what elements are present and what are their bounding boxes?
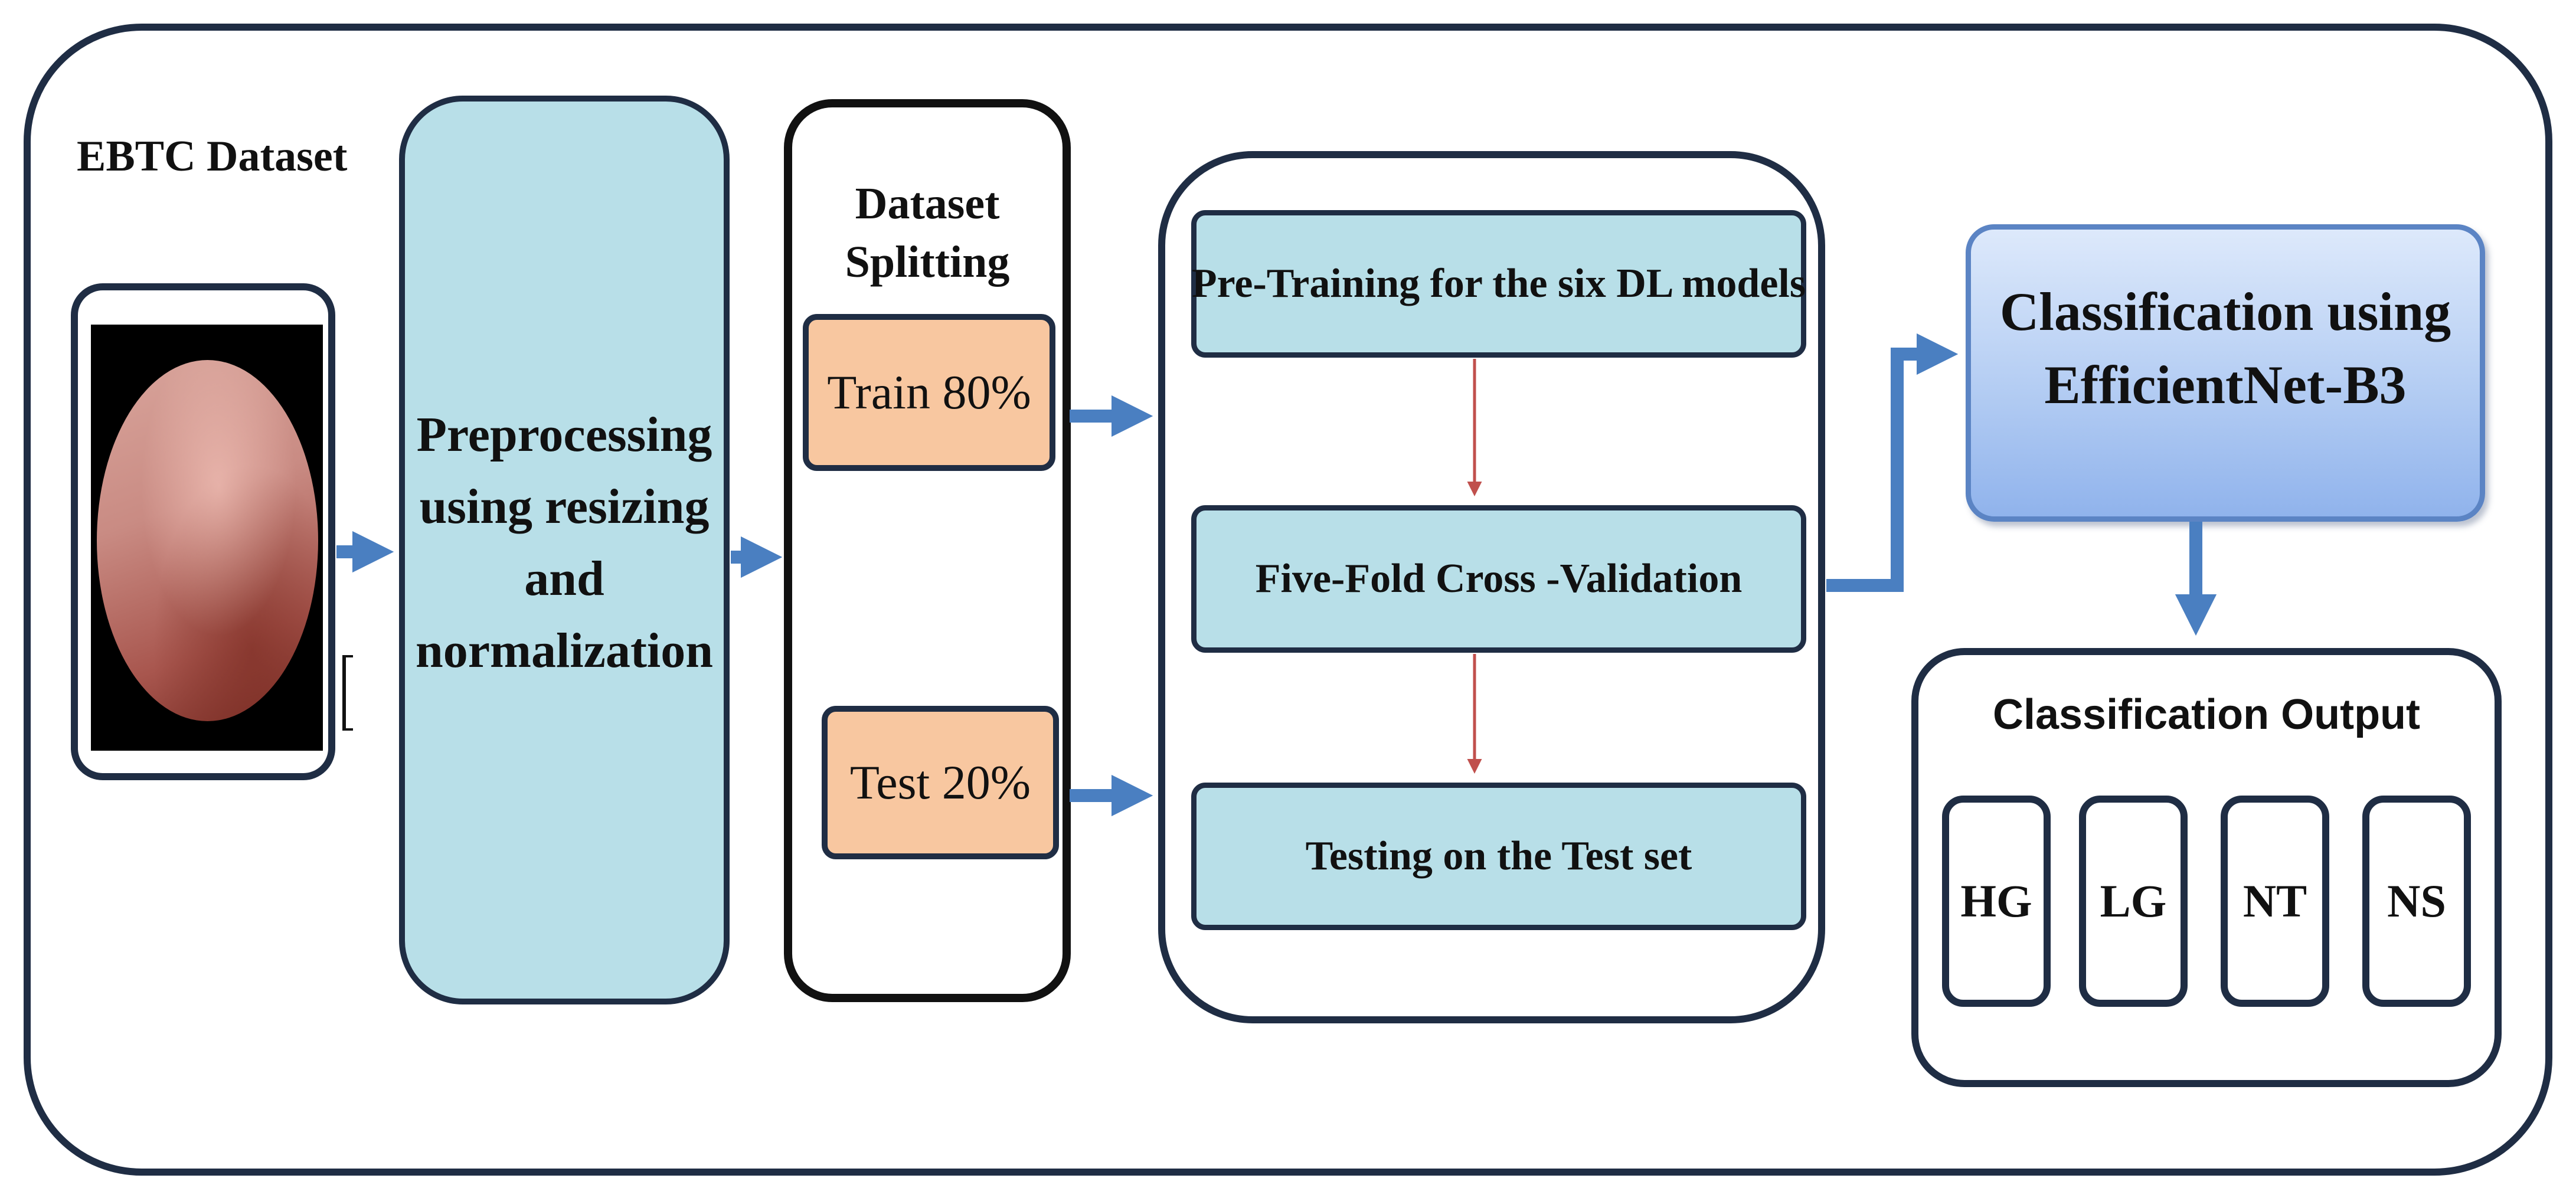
preprocessing-label: Preprocessing using resizing and normali…: [407, 330, 721, 755]
cross-validation-step-box: [1191, 505, 1806, 653]
preprocessing-line: and: [524, 551, 604, 606]
classification-output-title: Classification Output: [1992, 691, 2421, 738]
dataset-splitting-title: Dataset Splitting: [786, 159, 1068, 307]
classification-label: Classification using EfficientNet-B3: [1966, 224, 2485, 472]
train-split-box: [803, 314, 1055, 471]
class-box-lg: [2079, 796, 2188, 1007]
testing-step-box: [1191, 783, 1806, 930]
testing-step-label: Testing on the Test set: [1305, 833, 1692, 879]
outer-frame: [24, 24, 2552, 1176]
splitting-title-line: Dataset: [855, 179, 1000, 229]
pretraining-step-label: Pre-Training for the six DL models: [1191, 261, 1806, 306]
stray-bracket-mark: [342, 655, 353, 731]
class-box-nt: [2221, 796, 2329, 1007]
endoscopy-image: [91, 325, 323, 751]
train-split-label: Train 80%: [827, 365, 1031, 419]
dataset-image-frame: [71, 283, 335, 780]
class-label-nt: NT: [2242, 875, 2307, 927]
class-label-lg: LG: [2100, 875, 2167, 927]
classification-box: [1966, 224, 2485, 522]
test-split-label: Test 20%: [849, 755, 1031, 809]
preprocessing-box: [399, 96, 730, 1004]
class-label-ns: NS: [2387, 875, 2446, 927]
class-box-hg: [1942, 796, 2051, 1007]
class-box-ns: [2362, 796, 2471, 1007]
preprocessing-line: normalization: [416, 623, 713, 678]
endoscopy-view: [97, 360, 318, 721]
splitting-title-line: Splitting: [845, 237, 1010, 287]
preprocessing-line: Preprocessing: [416, 407, 712, 463]
class-label-hg: HG: [1960, 875, 2032, 927]
test-split-box: [822, 706, 1059, 859]
preprocessing-line: using resizing: [419, 479, 710, 535]
classification-line: Classification using: [1999, 281, 2451, 342]
cross-validation-step-label: Five-Fold Cross -Validation: [1255, 556, 1743, 601]
classification-line: EfficientNet-B3: [2044, 355, 2407, 415]
dataset-title: EBTC Dataset: [77, 132, 348, 181]
pretraining-step-box: [1191, 210, 1806, 358]
